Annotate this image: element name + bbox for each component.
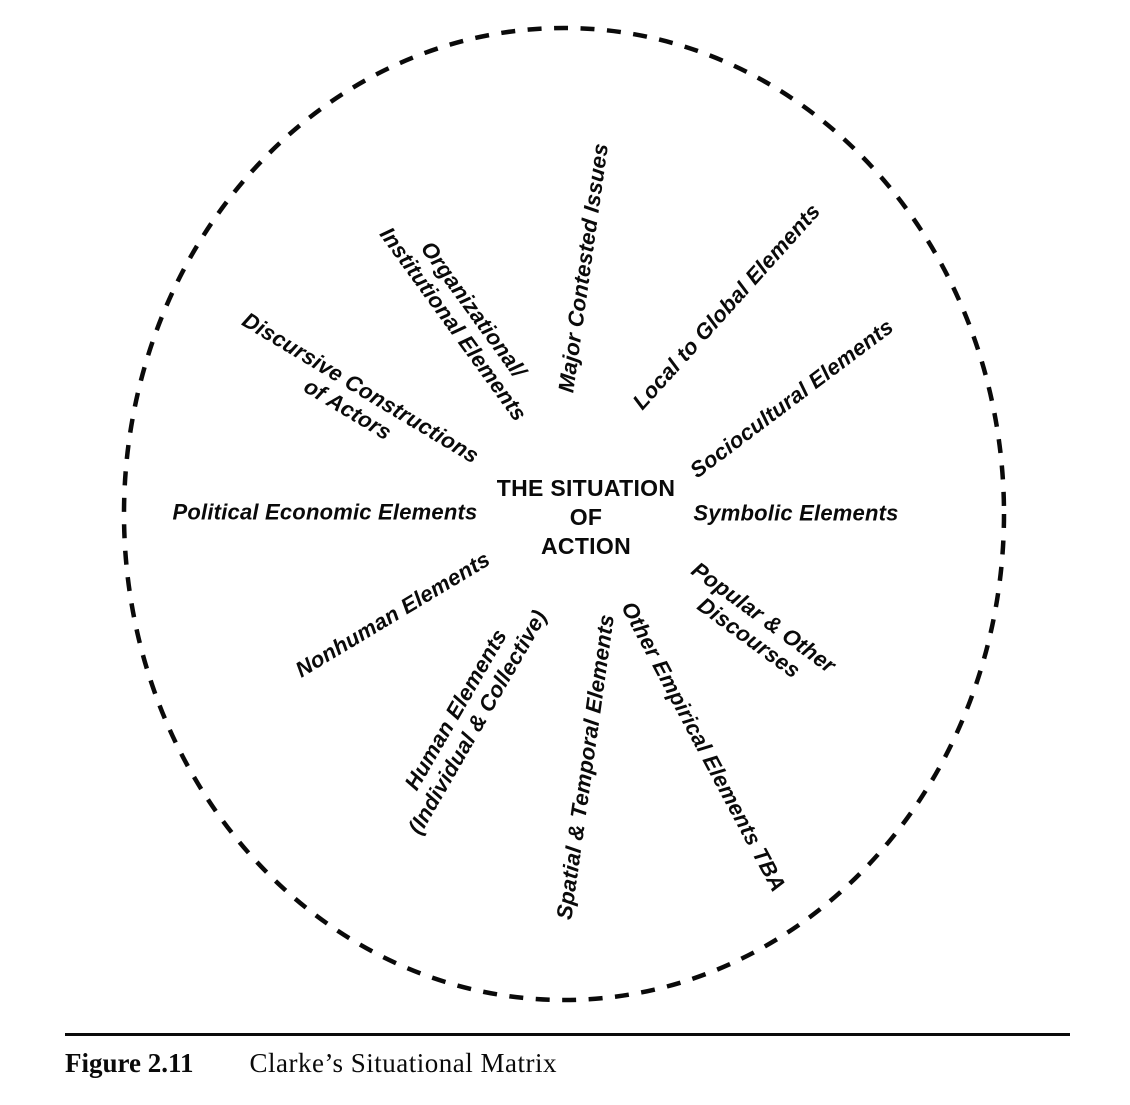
spoke-label-major-contested-issues: Major Contested Issues bbox=[553, 141, 614, 395]
spoke-label-sociocultural-elements: Sociocultural Elements bbox=[685, 313, 898, 483]
spoke-label-popular-and-other-discourses: Popular & Other Discourses bbox=[686, 556, 841, 683]
center-label-the-situation-of-action: THE SITUATION OF ACTION bbox=[496, 474, 676, 559]
figure-number-label: Figure 2.11 bbox=[65, 1048, 194, 1078]
spoke-label-human-elements-individual-collective: Human Elements (Individual & Collective) bbox=[399, 605, 552, 839]
figure-caption: Figure 2.11 Clarke’s Situational Matrix bbox=[65, 1048, 1085, 1079]
spoke-label-nonhuman-elements: Nonhuman Elements bbox=[290, 546, 495, 683]
figure-title: Clarke’s Situational Matrix bbox=[249, 1048, 557, 1078]
caption-divider-rule bbox=[65, 1033, 1070, 1036]
spoke-label-organizational-institutional-elements: Organizational/ Institutional Elements bbox=[375, 222, 533, 426]
spoke-label-discursive-constructions-of-actors: Discursive Constructions of Actors bbox=[238, 307, 484, 469]
spoke-label-symbolic-elements: Symbolic Elements bbox=[693, 500, 899, 526]
spoke-label-political-economic-elements: Political Economic Elements bbox=[172, 499, 478, 525]
spoke-label-spatial-and-temporal-elements: Spatial & Temporal Elements bbox=[551, 612, 619, 922]
